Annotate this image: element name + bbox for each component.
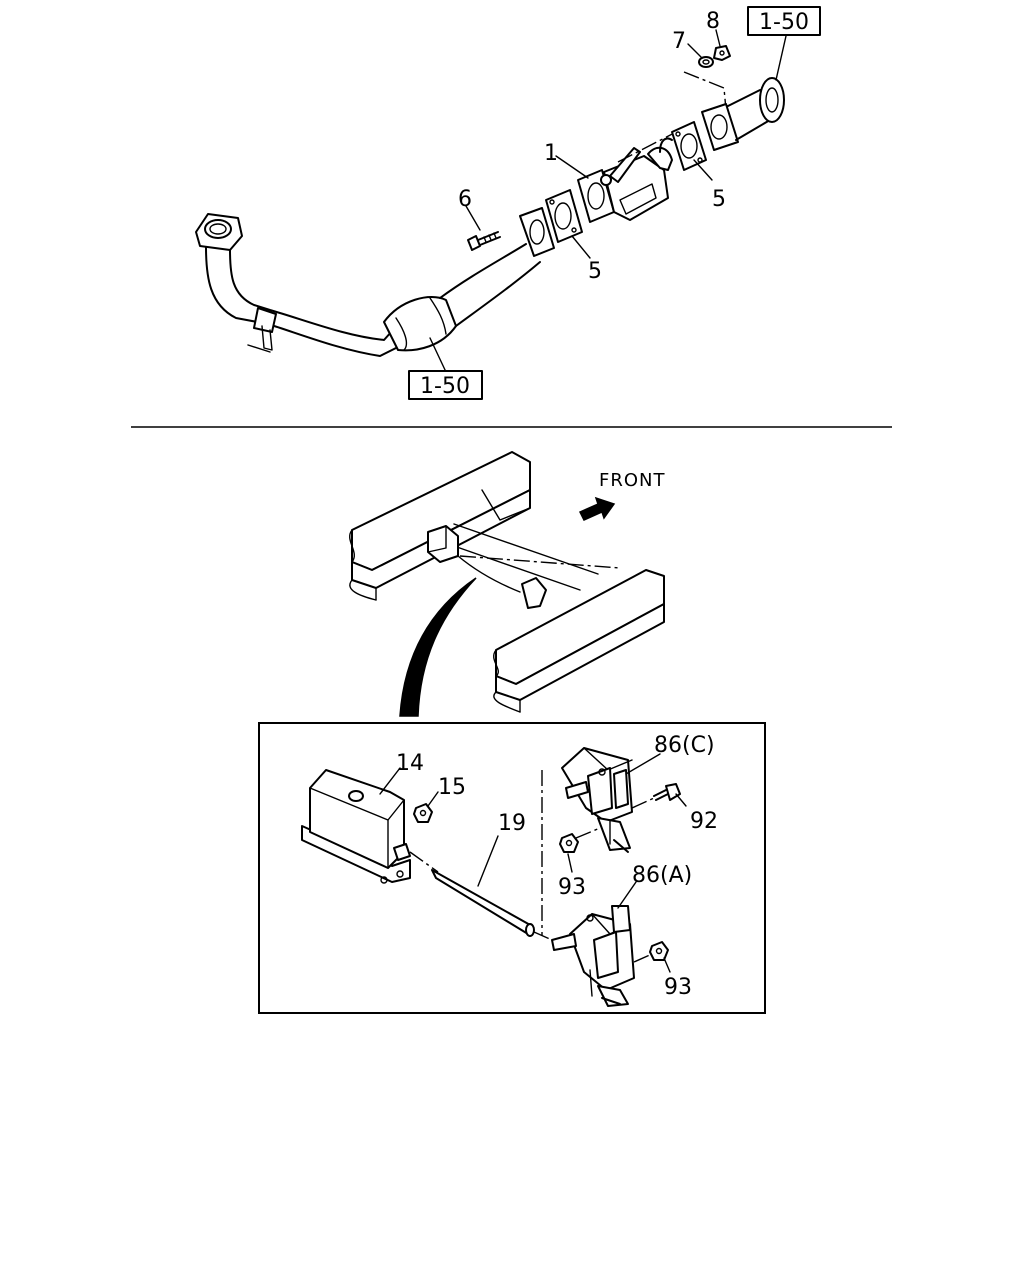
- front-pipe-flange: [195, 213, 243, 251]
- callout-part-92: 92: [690, 809, 718, 834]
- callout-part-6: 6: [458, 187, 472, 212]
- callout-part-93-upper: 93: [558, 875, 586, 900]
- callout-part-14: 14: [396, 751, 424, 776]
- callout-part-8: 8: [706, 9, 720, 34]
- gasket-right-part-5: [671, 121, 707, 171]
- nut-part-93-upper: [559, 827, 601, 853]
- exhaust-brake-part-1: [577, 137, 673, 223]
- gasket-left-part-5: [545, 189, 583, 243]
- callout-part-86c: 86(C): [654, 733, 715, 758]
- reference-label-lower: 1-50: [420, 374, 470, 399]
- reference-box-upper: 1-50: [747, 6, 821, 36]
- callout-part-7: 7: [672, 29, 686, 54]
- reference-label-upper: 1-50: [759, 10, 809, 35]
- chassis-frame: [349, 451, 665, 717]
- detail-callout-arrow: [399, 577, 477, 717]
- nut-part-93-lower: [633, 941, 669, 963]
- front-label: FRONT: [599, 470, 666, 491]
- nut-part-8: [713, 45, 731, 61]
- front-exhaust-pipe: [205, 246, 401, 357]
- callout-part-19: 19: [498, 811, 526, 836]
- tank-part-14: [301, 769, 411, 884]
- callout-part-93-lower: 93: [664, 975, 692, 1000]
- reference-box-lower: 1-50: [408, 370, 483, 400]
- front-arrow-icon: [578, 496, 616, 521]
- washer-part-7: [698, 56, 714, 68]
- valve-part-86a: [551, 905, 635, 1007]
- front-direction-indicator: FRONT: [578, 470, 666, 521]
- callout-part-5-upper: 5: [712, 187, 726, 212]
- tail-pipe-flange: [701, 77, 785, 151]
- nut-part-15: [413, 803, 433, 823]
- exhaust-assembly: 1-50 6 5: [195, 6, 821, 400]
- detail-box: 14 15 19: [258, 722, 766, 1014]
- callout-part-15: 15: [438, 775, 466, 800]
- pipe-rear-flange: [519, 207, 555, 257]
- valve-part-86c: [561, 747, 633, 853]
- bolt-part-92: [631, 783, 681, 809]
- hose-part-19: [409, 851, 553, 941]
- catalytic-converter: [383, 243, 541, 352]
- callout-part-86a: 86(A): [632, 863, 692, 888]
- callout-part-1: 1: [544, 141, 558, 166]
- callout-part-5-lower: 5: [588, 259, 602, 284]
- bolt-part-6: [467, 231, 501, 251]
